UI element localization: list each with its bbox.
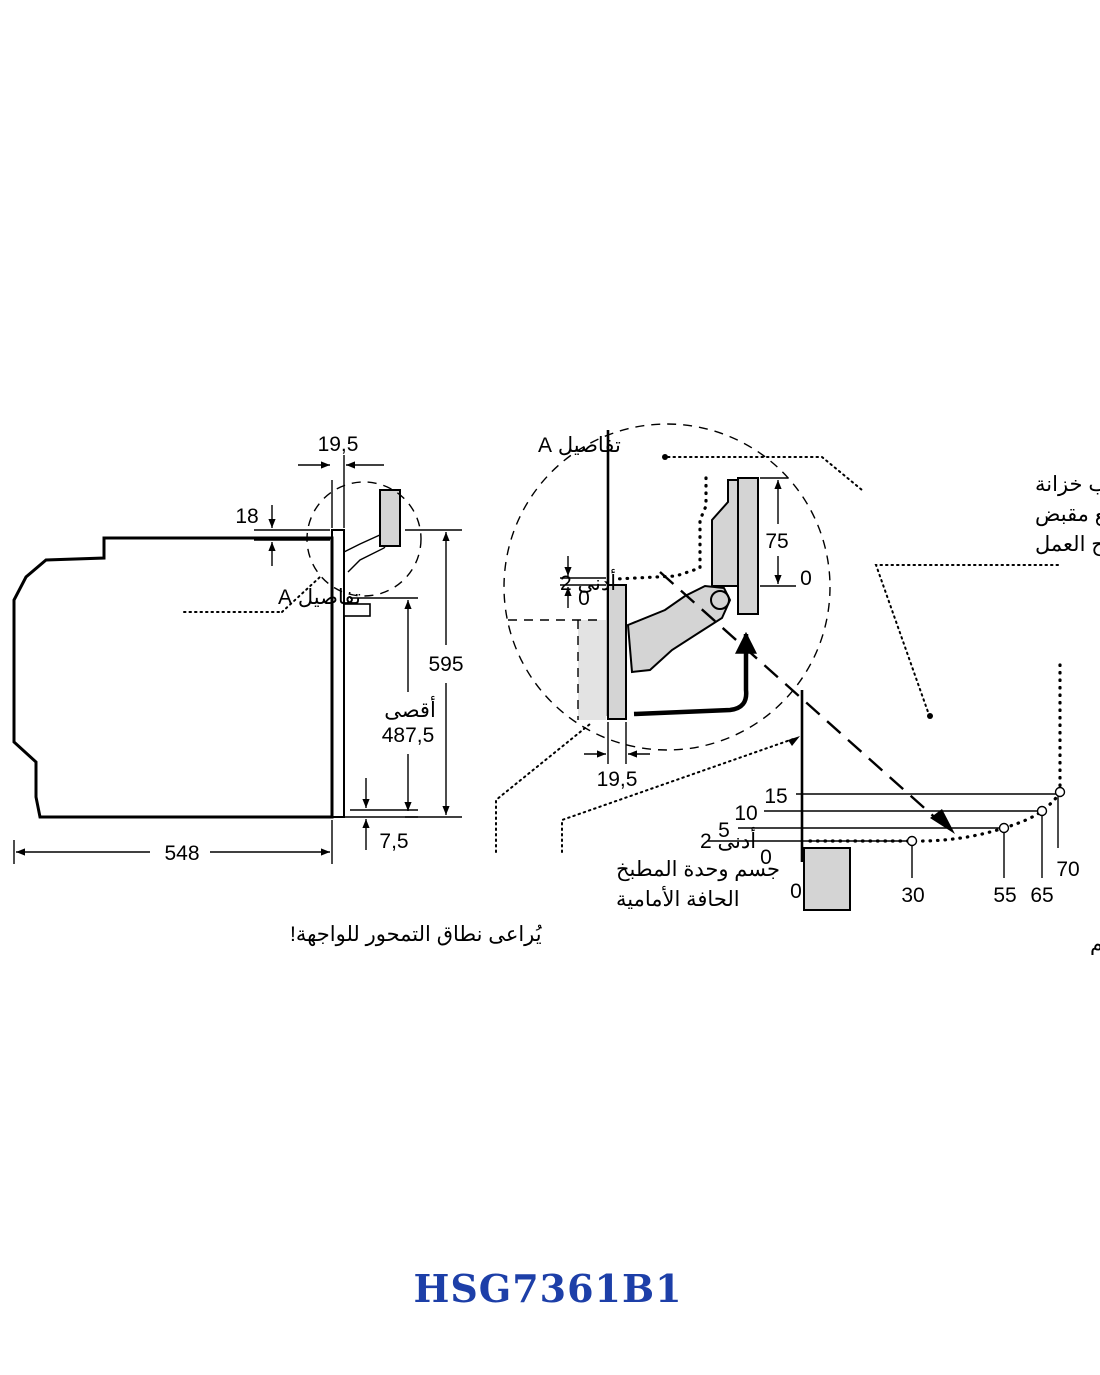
dim-bottom-7-5: 7,5	[379, 830, 408, 853]
detail-a-large-circle	[503, 423, 831, 751]
dim-19-5-detail: 19,5	[597, 768, 638, 791]
dim-top-offset-18: 18	[235, 505, 258, 528]
point-70	[1054, 786, 1066, 798]
y-label-0: 0	[760, 846, 772, 869]
door-bracket	[711, 479, 739, 587]
y-label-5: 5	[718, 819, 730, 842]
detail-a-title: تفاصيل A	[538, 434, 621, 457]
model-name: HSG7361B1	[413, 1266, 682, 1311]
kitchen-body-shade	[578, 620, 606, 720]
x-label-70: 70	[1056, 858, 1079, 881]
measure-caption: القياسات بالمم	[1090, 932, 1100, 956]
range-label-line1: نطاق لباب خزانة	[1035, 473, 1100, 497]
dim-0-door: 0	[800, 567, 812, 590]
min-gap-label: أدنى 2	[560, 568, 616, 595]
point-65	[1036, 805, 1048, 817]
x-label-65: 65	[1030, 884, 1053, 907]
swing-arrow	[633, 631, 757, 717]
door-small	[379, 489, 401, 547]
dim-gap-19-5: 19,5	[318, 433, 359, 456]
side-view: 548 595 أقصى 487,5 7,5 18 19,5 تفاصيل A	[12, 433, 464, 865]
dim-75: 75	[765, 530, 788, 553]
range-label-line2: المطبخ مع مقبض	[1035, 503, 1100, 527]
door-clearance-curve	[808, 660, 1062, 843]
detail-a-label-left: تفاصيل A	[278, 586, 361, 609]
body-label: جسم وحدة المطبخ	[616, 858, 780, 882]
measure-view: 15 10 5 أدنى 2 0 0 30 55 65 70 القياسات …	[700, 660, 1100, 956]
appliance-front-panel	[607, 584, 627, 720]
door-range-dotted	[614, 476, 708, 581]
hinge-arm	[626, 584, 732, 674]
door-panel	[737, 477, 759, 615]
dim-max-value: 487,5	[382, 724, 435, 747]
zero-detail: 0	[578, 587, 590, 610]
x-label-30: 30	[901, 884, 924, 907]
point-30	[906, 835, 918, 847]
pivot-note: يُراعى نطاق التمحور للواجهة!	[290, 923, 543, 947]
swing-path-dashed	[659, 571, 941, 823]
x-label-0: 0	[790, 880, 802, 903]
dim-height-595: 595	[428, 653, 463, 676]
appliance-body-outline	[12, 536, 334, 819]
y-label-min2: أدنى 2	[700, 826, 756, 853]
y-label-10: 10	[734, 802, 757, 825]
cabinet-block	[803, 847, 851, 911]
hinge-pivot	[710, 590, 730, 610]
dim-width-548: 548	[164, 842, 199, 865]
detail-a-circle	[306, 481, 422, 597]
front-panel	[331, 529, 345, 818]
dim-max-label: أقصى	[384, 695, 436, 722]
y-label-15: 15	[764, 785, 787, 808]
x-label-55: 55	[993, 884, 1016, 907]
range-label-line3: أو سطح العمل	[1035, 529, 1100, 557]
point-55	[998, 822, 1010, 834]
edge-label: الحافة الأمامية	[616, 885, 740, 911]
detail-view: تفاصيل A 75 0 أدنى 2 0	[495, 423, 1100, 911]
